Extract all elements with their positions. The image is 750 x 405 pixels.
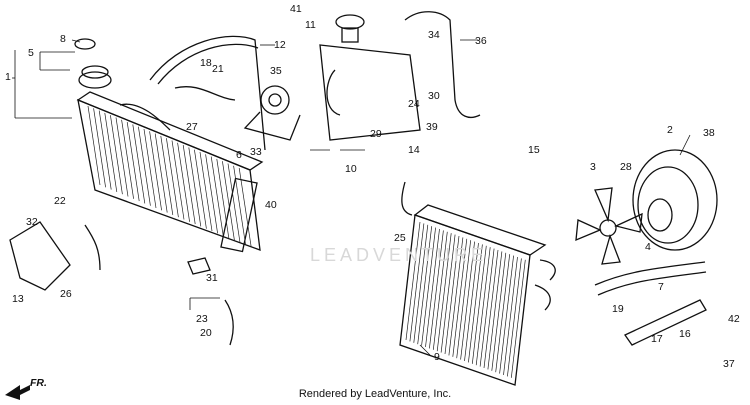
reservoir-tank <box>319 14 421 141</box>
callout-6: 6 <box>236 149 242 161</box>
callout-26: 26 <box>60 288 72 300</box>
front-direction-arrow <box>5 385 30 400</box>
callout-42: 42 <box>728 313 740 325</box>
callout-18: 18 <box>200 57 212 69</box>
callout-36: 36 <box>475 35 487 47</box>
callout-29: 29 <box>370 128 382 140</box>
callout-37: 37 <box>723 358 735 370</box>
callout-30: 30 <box>428 90 440 102</box>
callout-22: 22 <box>54 195 66 207</box>
callout-12: 12 <box>274 39 286 51</box>
callout-38: 38 <box>703 127 715 139</box>
overflow-tube <box>404 11 481 118</box>
callout-33: 33 <box>250 146 262 158</box>
callout-15: 15 <box>528 144 540 156</box>
callout-5: 5 <box>28 47 34 59</box>
right-stay-bracket <box>624 299 707 346</box>
callout-32: 32 <box>26 216 38 228</box>
footer-credit: Rendered by LeadVenture, Inc. <box>298 388 452 400</box>
upper-hoses <box>119 35 266 151</box>
thermostat-housing <box>243 85 301 141</box>
fan-blade <box>575 187 643 265</box>
lower-hose-right <box>594 261 707 296</box>
callout-41: 41 <box>290 3 302 15</box>
callout-23: 23 <box>196 313 208 325</box>
callout-9: 9 <box>434 351 440 363</box>
callout-7: 7 <box>658 281 664 293</box>
callout-39: 39 <box>426 121 438 133</box>
callout-17: 17 <box>651 333 663 345</box>
callout-40: 40 <box>265 199 277 211</box>
callout-25: 25 <box>394 232 406 244</box>
callout-16: 16 <box>679 328 691 340</box>
callout-13: 13 <box>12 293 24 305</box>
callout-35: 35 <box>270 65 282 77</box>
leader-lines <box>12 39 691 356</box>
front-direction-label: FR. <box>30 377 47 389</box>
left-radiator <box>76 91 264 253</box>
callout-20: 20 <box>200 327 212 339</box>
callout-19: 19 <box>612 303 624 315</box>
left-shroud <box>9 221 71 291</box>
cooling-fan-shroud <box>632 149 718 251</box>
callout-1: 1 <box>5 71 11 83</box>
callout-10: 10 <box>345 163 357 175</box>
callout-14: 14 <box>408 144 420 156</box>
callout-21: 21 <box>212 63 224 75</box>
callout-27: 27 <box>186 121 198 133</box>
callout-28: 28 <box>620 161 632 173</box>
watermark: LEADVENTURE <box>310 245 488 265</box>
callout-2: 2 <box>667 124 673 136</box>
callout-11: 11 <box>305 19 316 31</box>
lower-hoses-left <box>84 224 234 346</box>
radiator-cap-left <box>74 38 112 89</box>
callout-8: 8 <box>60 33 66 45</box>
right-radiator <box>399 181 556 386</box>
callout-3: 3 <box>590 161 596 173</box>
callout-31: 31 <box>206 272 218 284</box>
callout-24: 24 <box>408 98 420 110</box>
fan-switch <box>187 257 211 275</box>
callout-34: 34 <box>428 29 440 41</box>
callout-4: 4 <box>645 241 651 253</box>
